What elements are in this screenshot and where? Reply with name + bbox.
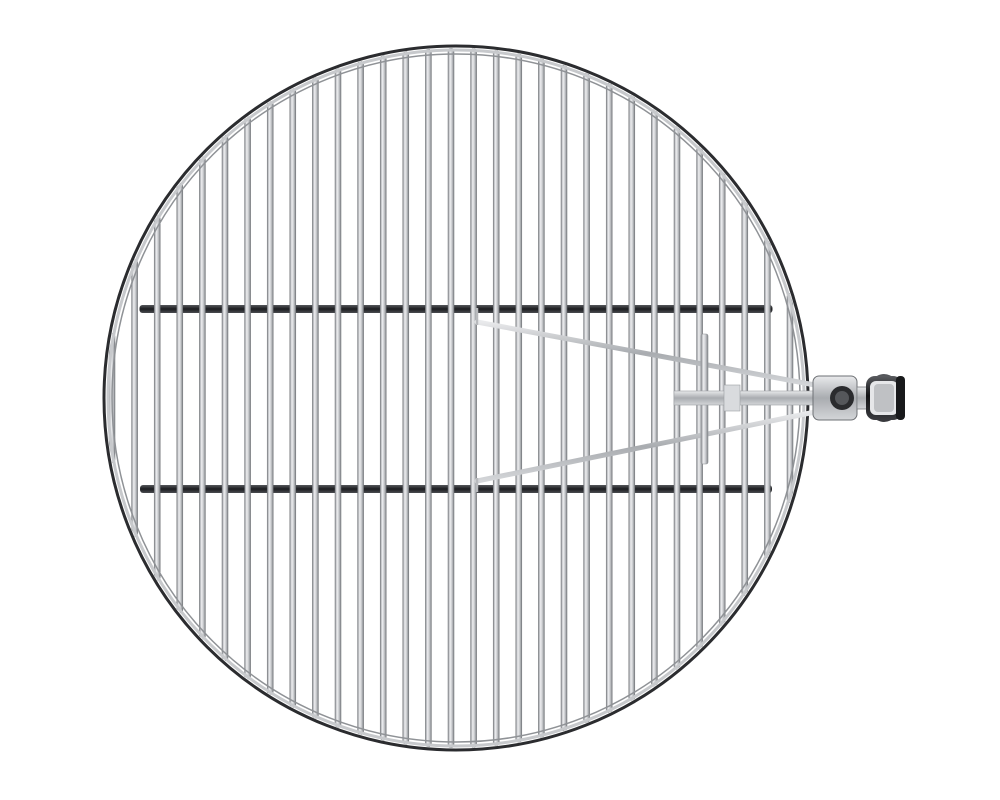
grate-wire-11 xyxy=(334,68,342,728)
grate-wire-21 xyxy=(560,64,568,732)
grate-wire-22 xyxy=(583,73,590,723)
grate-wires xyxy=(108,48,794,748)
grate-wire-14 xyxy=(402,51,410,745)
grate-wire-10 xyxy=(312,77,319,719)
grate-wire-16 xyxy=(447,48,455,748)
grate-wire-20 xyxy=(538,58,545,738)
handle-assembly xyxy=(474,308,905,492)
grate-wire-6 xyxy=(221,134,229,662)
grate-wire-4 xyxy=(176,182,184,614)
support-bar-2 xyxy=(140,485,772,493)
grate-wire-3 xyxy=(153,215,161,581)
grate-wire-18 xyxy=(492,50,500,746)
grate-wire-23 xyxy=(605,83,613,713)
grate-wire-25 xyxy=(651,109,658,687)
grate-wire-5 xyxy=(199,156,206,640)
grate-wire-15 xyxy=(425,48,432,748)
grate-wire-13 xyxy=(379,55,387,741)
handle-knob-icon xyxy=(856,374,905,422)
grate-wire-7 xyxy=(244,116,251,680)
support-bars xyxy=(139,305,773,493)
support-bar-1 xyxy=(139,305,773,313)
grate-wire-12 xyxy=(357,61,364,735)
grate-wire-24 xyxy=(628,95,636,701)
grate-wire-17 xyxy=(470,48,477,748)
grate-wire-2 xyxy=(131,259,138,537)
grate-wire-9 xyxy=(289,88,297,708)
grate-wire-19 xyxy=(515,53,523,743)
grate-wire-8 xyxy=(266,101,274,695)
